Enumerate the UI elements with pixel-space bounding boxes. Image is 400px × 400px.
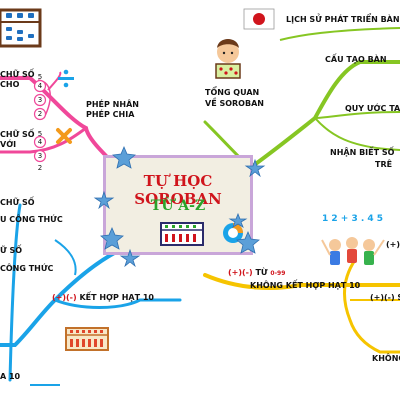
green-topic-label-1: TỔNG QUAN <box>205 88 260 97</box>
center-topic-box: TỰ HỌC SOROBAN TỪ A-Z <box>103 155 253 255</box>
pink-num-top-2: 3 <box>37 96 43 104</box>
multiply-icon <box>56 128 72 144</box>
green-topic-label-2: VỀ SOROBAN <box>205 99 264 108</box>
pink-num-bot-0: 5 <box>37 130 43 138</box>
pink-mid-label-2: PHÉP CHIA <box>86 110 135 119</box>
pink-top-label-2: CHO <box>0 80 20 89</box>
yellow-label: KHÔNG KẾT HỢP HẠT 10 <box>250 281 361 290</box>
pink-bottom-label-2: VỚI <box>0 140 17 149</box>
green-item-convention: QUY ƯỚC TA <box>345 104 400 113</box>
center-subtitle: TỪ A-Z <box>150 198 206 214</box>
blue-plus-minus: (+)(-) <box>52 293 77 302</box>
pink-num-bot-2: 3 <box>37 152 43 160</box>
pink-num-top-3: 2 <box>37 110 43 118</box>
logo-icon <box>223 223 243 243</box>
green-item-structure: CẤU TẠO BÀN <box>325 55 387 64</box>
yellow-range-row: (+)(-) TỪ 0-99 <box>228 268 285 279</box>
green-item-recognize-2: TRÊ <box>375 160 393 169</box>
green-item-history: LỊCH SỬ PHÁT TRIỂN BÀN <box>286 15 400 24</box>
pink-num-top-0: 5 <box>37 73 43 81</box>
blue-label-0: CHỮ SỐ <box>0 198 35 207</box>
boy-with-abacus-icon <box>215 39 241 79</box>
pink-bottom-label-1: CHỮ SỐ <box>0 130 35 139</box>
yellow-plus-minus: (+)(-) <box>228 268 253 277</box>
blue-kethop-label: KẾT HỢP HẠT 10 <box>79 293 154 302</box>
center-title: TỰ HỌC SOROBAN <box>134 172 222 208</box>
yellow-right-2: KHÔNG <box>372 354 400 363</box>
pink-num-bot-3: 2 <box>37 164 43 172</box>
blue-label-3: CÔNG THỨC <box>0 264 54 273</box>
kids-illustration <box>321 237 385 265</box>
yellow-range: 0-99 <box>270 270 286 277</box>
pink-mid-label-1: PHÉP NHÂN <box>86 100 139 109</box>
pink-num-top-1: 4 <box>37 82 43 90</box>
abacus-top-left <box>0 8 42 48</box>
blue-label-2: Ữ SỐ <box>0 246 23 255</box>
pink-top-label-1: CHỮ SỐ <box>0 70 35 79</box>
yellow-right-0: (+)(- <box>386 240 400 249</box>
green-item-recognize: NHẬN BIẾT SỐ <box>330 148 395 157</box>
center-abacus-icon <box>160 222 204 246</box>
blue-label-1: U CÔNG THỨC <box>0 215 63 224</box>
abacus-bottom-left <box>65 327 109 351</box>
japan-flag-icon <box>243 8 275 30</box>
divide-icon <box>58 69 74 88</box>
kids-math-text: 1 2 + 3 . 4 5 <box>322 214 384 224</box>
blue-kethop-row: (+)(-) KẾT HỢP HẠT 10 <box>52 293 154 303</box>
blue-label-4: A 10 <box>0 372 21 381</box>
pink-num-bot-1: 4 <box>37 138 43 146</box>
yellow-from: TỪ <box>255 268 268 277</box>
yellow-right-1: (+)(-) SỐ <box>370 293 400 302</box>
